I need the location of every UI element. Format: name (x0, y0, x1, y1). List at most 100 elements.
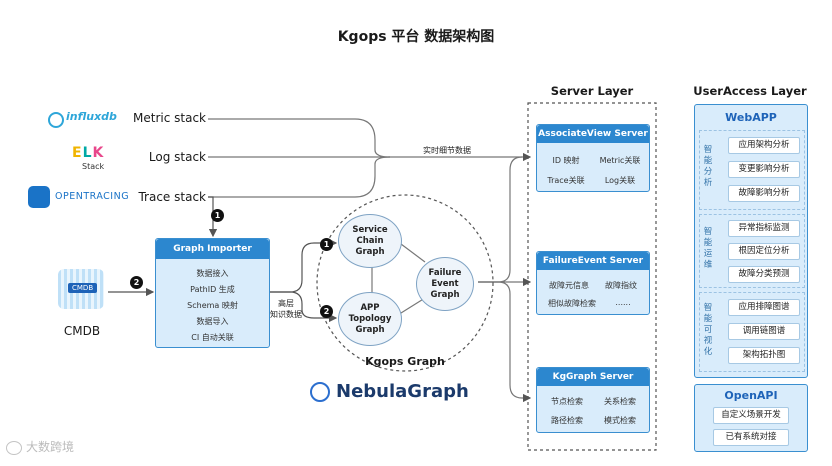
server-cell: 节点检索 (551, 397, 583, 406)
influxdb-icon (48, 112, 64, 128)
server-title: KgGraph Server (537, 368, 649, 386)
cmdb-graphic: CMDB (52, 265, 110, 315)
node-line: APP (360, 302, 380, 313)
group-side-label: 智能运维 (702, 227, 714, 271)
webapp-title: WebAPP (725, 111, 777, 124)
server-cell: 故障元信息 (549, 281, 589, 290)
webapp-feature-button[interactable]: 应用架构分析 (728, 137, 800, 154)
node-line: Graph (355, 324, 385, 335)
server-cell: 路径检索 (551, 416, 583, 425)
importer-item: CI 自动关联 (191, 333, 234, 342)
high-level-knowledge-label: 高层 知识数据 (268, 298, 304, 320)
step-number: 1 (211, 209, 224, 222)
kggraph-server-box: KgGraph Server 节点检索 关系检索 路径检索 模式检索 (536, 367, 650, 433)
influxdb-text: influxdb (66, 110, 117, 123)
openapi-title: OpenAPI (724, 389, 778, 402)
webapp-feature-button[interactable]: 故障影响分析 (728, 185, 800, 202)
graph-importer-title: Graph Importer (156, 239, 269, 259)
side-char: 智 (703, 303, 713, 313)
importer-item: PathID 生成 (190, 285, 235, 294)
opentracing-icon (28, 186, 50, 208)
kgops-graph-label: Kgops Graph (365, 355, 445, 368)
side-char: 视 (703, 336, 713, 346)
nebulagraph-logo: NebulaGraph (310, 380, 480, 406)
server-cell: 关系检索 (604, 397, 636, 406)
webapp-feature-button[interactable]: 调用链图谱 (728, 323, 800, 340)
step-number: 1 (320, 238, 333, 251)
side-char: 分 (703, 167, 713, 177)
server-layer-title: Server Layer (550, 84, 634, 98)
graph-importer-box: Graph Importer 数据接入 PathID 生成 Schema 映射 … (155, 238, 270, 348)
watermark-text: 大数跨境 (26, 440, 75, 454)
elk-icon: ELK (72, 145, 105, 161)
side-char: 析 (703, 178, 713, 188)
side-char: 运 (703, 249, 713, 259)
nebula-icon (310, 382, 330, 402)
importer-item: 数据接入 (196, 269, 229, 278)
elk-stack-text: Stack (82, 162, 105, 171)
server-cell: Metric关联 (599, 156, 641, 165)
step-number: 2 (130, 276, 143, 289)
watermark-icon (6, 440, 22, 455)
server-cell: ID 映射 (552, 156, 580, 165)
label-line: 高层 (278, 299, 294, 308)
associateview-server-box: AssociateView Server ID 映射 Metric关联 Trac… (536, 124, 650, 192)
server-cell: ...... (615, 298, 631, 307)
cmdb-label: CMDB (63, 324, 101, 338)
server-title: FailureEvent Server (537, 252, 649, 270)
metric-stack-label: Metric stack (133, 111, 206, 125)
useraccess-layer-title: UserAccess Layer (693, 84, 807, 98)
side-char: 能 (703, 314, 713, 324)
cmdb-badge: CMDB (68, 283, 98, 293)
webapp-group: 智能运维 异常指标监测 根因定位分析 故障分类预测 (699, 214, 805, 288)
node-line: Topology (348, 313, 392, 324)
side-char: 智 (703, 145, 713, 155)
elk-logo: ELK Stack (72, 145, 122, 173)
group-side-label: 智能可视化 (702, 303, 714, 358)
webapp-feature-button[interactable]: 异常指标监测 (728, 220, 800, 237)
node-line: Chain (356, 235, 384, 246)
server-cell: Trace关联 (547, 176, 585, 185)
trace-stack-label: Trace stack (138, 190, 206, 204)
node-line: Failure (428, 267, 462, 278)
server-cell: 故障指纹 (605, 281, 637, 290)
webapp-feature-button[interactable]: 故障分类预测 (728, 266, 800, 283)
openapi-feature-button[interactable]: 已有系统对接 (713, 429, 789, 446)
webapp-feature-button[interactable]: 应用排障图谱 (728, 299, 800, 316)
server-cell: 模式检索 (604, 416, 636, 425)
step-number: 2 (320, 305, 333, 318)
node-line: Graph (355, 246, 385, 257)
side-char: 化 (703, 347, 713, 357)
openapi-feature-button[interactable]: 自定义场景开发 (713, 407, 789, 424)
side-char: 能 (703, 238, 713, 248)
realtime-data-label: 实时细节数据 (423, 146, 471, 155)
node-line: Graph (430, 289, 460, 300)
server-title: AssociateView Server (537, 125, 649, 143)
failureevent-server-box: FailureEvent Server 故障元信息 故障指纹 相似故障检索 ..… (536, 251, 650, 315)
webapp-feature-button[interactable]: 变更影响分析 (728, 161, 800, 178)
webapp-group: 智能可视化 应用排障图谱 调用链图谱 架构拓扑图 (699, 292, 805, 372)
side-char: 维 (703, 260, 713, 270)
webapp-box: WebAPP 智能分析 应用架构分析 变更影响分析 故障影响分析 智能运维 异常… (694, 104, 808, 378)
importer-item: 数据导入 (196, 317, 229, 326)
openapi-box: OpenAPI 自定义场景开发 已有系统对接 (694, 384, 808, 452)
node-line: Event (431, 278, 459, 289)
webapp-group: 智能分析 应用架构分析 变更影响分析 故障影响分析 (699, 130, 805, 210)
server-cell: 相似故障检索 (548, 299, 596, 308)
server-cell: Log关联 (604, 176, 636, 185)
webapp-feature-button[interactable]: 架构拓扑图 (728, 347, 800, 364)
watermark: 大数跨境 (6, 438, 74, 455)
side-char: 能 (703, 156, 713, 166)
importer-item: Schema 映射 (187, 301, 238, 310)
node-line: Service (352, 224, 388, 235)
opentracing-text: OPENTRACING (55, 191, 130, 202)
side-char: 可 (703, 325, 713, 335)
nebula-brand-text: NebulaGraph (336, 381, 469, 402)
side-char: 智 (703, 227, 713, 237)
group-side-label: 智能分析 (702, 145, 714, 189)
page-title: Kgops 平台 数据架构图 (337, 29, 495, 45)
webapp-feature-button[interactable]: 根因定位分析 (728, 243, 800, 260)
